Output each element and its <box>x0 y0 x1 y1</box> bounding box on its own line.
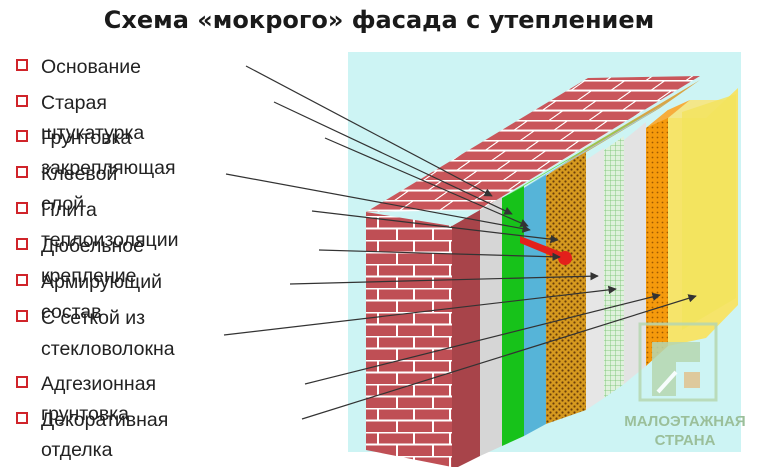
legend-label: Плита теплоизоляции <box>41 199 179 251</box>
brick-wall-front <box>366 212 452 467</box>
legend-item-setka: С сеткой из стекловолокна <box>16 303 175 365</box>
watermark-text: МАЛОЭТАЖНАЯ СТРАНА <box>624 413 746 449</box>
layer-primer <box>502 186 524 446</box>
legend-item-kleevoy-sloy: Клеевой слой <box>16 159 117 219</box>
legend-label: Старая штукатурка <box>41 92 145 144</box>
brick-wall-top <box>366 76 700 212</box>
arrow-dyubel <box>318 249 561 261</box>
watermark-logo <box>638 322 718 402</box>
layer-mesh <box>604 136 624 398</box>
legend-item-dekorativnaya: Декоративная отделка <box>16 405 168 465</box>
checkbox-icon <box>16 376 28 388</box>
diagram-title: Схема «мокрого» фасада с утеплением <box>103 6 655 34</box>
legend-label: Грунтовка закрепляющая <box>41 127 176 179</box>
legend-label: Основание <box>41 56 142 78</box>
arrow-gruntovka <box>324 137 529 227</box>
layer-insulation <box>546 148 586 424</box>
legend-item-plita: Плита теплоизоляции <box>16 195 178 255</box>
legend-label: Декоративная отделка <box>41 409 169 461</box>
layer-old-plaster <box>480 196 502 456</box>
legend-label: Адгезионная грунтовка <box>41 373 157 425</box>
legend-item-adgezionnaya: Адгезионная грунтовка <box>16 369 156 429</box>
arrow-dekorativnaya <box>301 294 697 420</box>
legend-label: Дюбельное крепление <box>41 235 144 287</box>
checkbox-icon <box>16 274 28 286</box>
legend-label: Армирующий состав <box>41 271 162 323</box>
legend-item-armiruyushchiy: Армирующий состав <box>16 267 162 327</box>
checkbox-icon <box>16 95 28 107</box>
checkbox-icon <box>16 166 28 178</box>
arrow-adgezionnaya <box>304 292 661 385</box>
checkbox-icon <box>16 238 28 250</box>
checkbox-icon <box>16 310 28 322</box>
arrow-plita <box>311 210 559 244</box>
legend-label: С сеткой из стекловолокна <box>41 307 175 360</box>
legend-item-gruntovka: Грунтовка закрепляющая <box>16 123 176 183</box>
arrow-setka <box>223 285 617 336</box>
layer-adhesive <box>524 174 546 436</box>
arrow-osnovanie <box>245 65 493 197</box>
layer-adhesion-primer <box>646 110 668 366</box>
checkbox-icon <box>16 202 28 214</box>
checkbox-icon <box>16 130 28 142</box>
arrow-armiruyushchiy <box>289 271 599 285</box>
leader-lines <box>223 65 697 420</box>
brick-wall-right <box>452 210 480 467</box>
dowel-head <box>558 251 572 265</box>
arrow-kleevoy-sloy <box>225 173 531 233</box>
legend-item-dyubel: Дюбельное крепление <box>16 231 144 291</box>
arrow-staraya-shtukaturka <box>273 101 513 215</box>
legend-label: Клеевой слой <box>41 163 118 215</box>
checkbox-icon <box>16 412 28 424</box>
legend-item-osnovanie: Основание <box>16 52 141 82</box>
layer-reinforcing <box>624 122 646 384</box>
checkbox-icon <box>16 59 28 71</box>
legend-item-staraya-shtukaturka: Старая штукатурка <box>16 88 144 148</box>
